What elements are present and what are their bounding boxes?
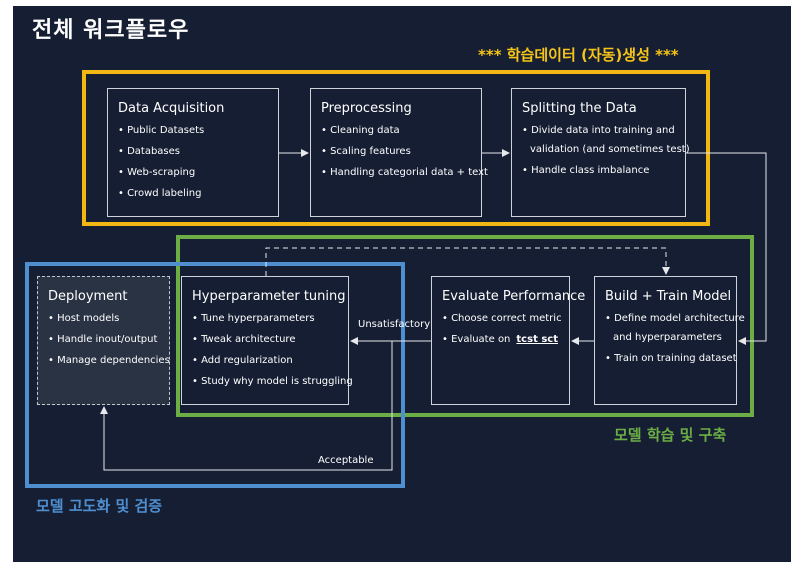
box-title: Deployment [48, 289, 128, 304]
list-item: Define model architecture [605, 313, 745, 324]
list-item: Handling categorial data + text [321, 167, 488, 178]
list-item: Databases [118, 146, 270, 157]
test-set-text: tcst sct [516, 334, 558, 345]
list-item: Divide data into training and [522, 125, 677, 136]
list-item: Handle inout/output [48, 334, 161, 345]
list-item: Web-scraping [118, 167, 270, 178]
box-title: Splitting the Data [522, 101, 637, 116]
build-train-model-box: Build + Train Model Define model archite… [594, 276, 745, 405]
list-item: Cleaning data [321, 125, 473, 136]
box-title: Build + Train Model [605, 289, 732, 304]
model-training-region [176, 235, 754, 417]
list-item: Handle class imbalance [522, 165, 677, 176]
list-item: Train on training dataset [605, 353, 737, 364]
list-item: Crowd labeling [118, 188, 270, 199]
page-title: 전체 워크플로우 [32, 18, 190, 43]
list-item: Add regularization [192, 355, 340, 366]
data-generation-label: *** 학습데이터 (자동)생성 *** [478, 46, 679, 64]
evaluate-performance-box: Evaluate Performance Choose correct metr… [431, 276, 586, 405]
list-item: Public Datasets [118, 125, 270, 136]
list-item: Tune hyperparameters [192, 313, 340, 324]
list-item: Choose correct metric [442, 313, 562, 324]
arrow-acceptable-to-deployment [100, 341, 393, 471]
data-generation-region [82, 70, 710, 226]
hyperparameter-tuning-box: Hyperparameter tuning Tune hyperparamete… [181, 276, 353, 405]
model-refinement-label: 모델 고도화 및 검증 [36, 497, 163, 515]
list-item: Tweak architecture [192, 334, 340, 345]
box-title: Hyperparameter tuning [192, 289, 346, 304]
list-item: Manage dependencies [48, 355, 170, 366]
acceptable-label: Acceptable [318, 455, 374, 466]
box-title: Data Acquisition [118, 101, 225, 116]
list-item: Study why model is struggling [192, 376, 353, 387]
preprocessing-box: Preprocessing Cleaning data Scaling feat… [310, 88, 488, 217]
list-item: Host models [48, 313, 161, 324]
list-item: Evaluate on tcst sct [442, 334, 561, 345]
box-title: Preprocessing [321, 101, 412, 116]
model-refinement-region [25, 262, 405, 488]
deployment-box: Deployment Host models Handle inout/outp… [37, 276, 170, 405]
arrow-splitting-to-build [686, 152, 767, 345]
model-training-label: 모델 학습 및 구축 [614, 426, 727, 444]
list-item: validation (and sometimes test) [530, 144, 690, 155]
evaluate-on-text: Evaluate on [451, 334, 511, 345]
unsatisfactory-label: Unsatisfactory [358, 319, 431, 330]
arrow-hyperparameter-to-build-dashed [265, 247, 670, 276]
data-acquisition-box: Data Acquisition Public Datasets Databas… [107, 88, 279, 217]
list-item: and hyperparameters [613, 332, 722, 343]
splitting-data-box: Splitting the Data Divide data into trai… [511, 88, 690, 217]
box-title: Evaluate Performance [442, 289, 586, 304]
list-item: Scaling features [321, 146, 473, 157]
